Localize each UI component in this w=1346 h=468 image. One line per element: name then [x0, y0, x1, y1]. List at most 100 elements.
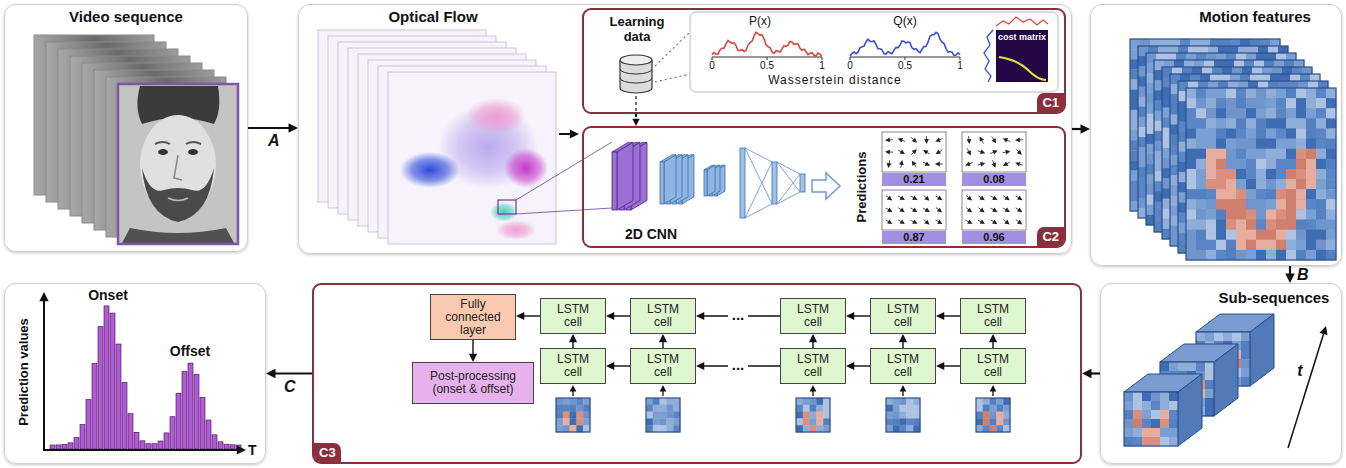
arrow-head: [900, 196, 905, 201]
arrow-head: [1004, 196, 1009, 201]
fc-link: [745, 204, 772, 218]
arrow-head: [924, 196, 929, 201]
heat-frame: [1138, 46, 1288, 218]
face-mouth: [168, 198, 188, 201]
arrow-head: [912, 208, 917, 213]
fc-link: [745, 148, 772, 162]
face-eye: [188, 149, 198, 155]
plot-tick: [905, 57, 906, 60]
fc-layer: [800, 174, 805, 192]
fc-link: [777, 174, 800, 204]
arrow-head: [912, 196, 917, 200]
arrow-head: [885, 138, 890, 143]
arrow-head: [900, 150, 905, 154]
cnn-layer: [664, 155, 676, 204]
arrow-head: [992, 196, 997, 200]
heatmap: [1138, 46, 1288, 218]
face-brows: [155, 142, 201, 144]
arrow-head: [912, 138, 917, 143]
face-eye: [158, 149, 168, 155]
heatmap: [1130, 39, 1280, 211]
arrow-head: [980, 162, 985, 167]
arrow-head: [979, 208, 984, 213]
arrow-head: [898, 138, 903, 142]
arrow-head: [1017, 208, 1022, 213]
fc-link: [745, 162, 772, 218]
flow-blob: [504, 148, 548, 188]
video-frame-border: [118, 84, 238, 244]
arrow-head: [937, 196, 942, 201]
arrow-head: [991, 162, 995, 167]
fc-link: [777, 192, 800, 204]
arrow-head: [967, 139, 972, 144]
arrow-head: [1003, 138, 1008, 142]
plot-panel: [690, 12, 1058, 92]
fc-link: [777, 162, 800, 174]
plot-tick: [767, 57, 768, 60]
cnn-layer: [707, 165, 715, 196]
arrow-head: [924, 139, 929, 144]
flow-frame: [388, 72, 556, 244]
arrow-head: [935, 137, 940, 141]
zoom-line: [516, 142, 612, 200]
cnn-layer: [612, 152, 617, 210]
arrow-head: [887, 208, 892, 212]
arrow-head: [887, 163, 892, 168]
arrow-head: [1005, 208, 1010, 212]
arrow-head: [885, 150, 890, 155]
dotted-line: [655, 74, 690, 82]
arrow-head: [980, 136, 984, 141]
heat-frame: [1146, 53, 1296, 225]
arrow-head: [887, 220, 892, 225]
database-icon: [620, 55, 652, 65]
arrow-head: [925, 208, 930, 212]
density-curve: [984, 30, 993, 82]
plot-tick: [712, 57, 713, 60]
heat-frame: [1154, 60, 1304, 232]
cnn-layer: [704, 170, 707, 196]
arrow-head: [923, 150, 928, 155]
flow-blob: [496, 220, 536, 240]
arrow-head: [992, 220, 997, 225]
arrow-head: [925, 162, 930, 166]
heatmap: [1178, 81, 1328, 253]
arrow-head: [1004, 220, 1009, 225]
fc-link: [777, 162, 800, 192]
arrow-head: [912, 149, 917, 154]
cnn-layer: [617, 142, 633, 210]
arrow-head: [992, 208, 997, 212]
density-curve: [996, 17, 1048, 26]
arrow-head: [965, 161, 970, 166]
arrow-head: [887, 196, 892, 201]
cnn-layer: [660, 162, 664, 204]
face-beard: [142, 168, 214, 222]
flow-arrow: [559, 133, 572, 135]
fc-layer: [740, 148, 745, 218]
arrow-head: [967, 220, 972, 224]
arrow-head: [967, 208, 972, 213]
heat-frame: [1162, 67, 1312, 239]
arrow-head: [1015, 162, 1020, 167]
arrow-head: [570, 129, 579, 138]
video-frame: [118, 84, 238, 244]
face-shirt: [122, 228, 234, 243]
cost-matrix: [996, 30, 1048, 82]
arrow-head: [979, 196, 984, 201]
flow-blob: [400, 152, 460, 188]
arrow-head: [900, 220, 905, 225]
arrow-head: [992, 138, 997, 143]
arrow-head: [1017, 220, 1022, 225]
heatmap: [1154, 60, 1304, 232]
arrow-head: [935, 162, 940, 167]
arrow-head: [912, 161, 917, 166]
heat-frame: [1130, 39, 1280, 211]
plot-tick: [850, 57, 851, 60]
flow-tile: [882, 190, 946, 230]
flow-tile: [882, 132, 946, 172]
arrow-head: [937, 208, 942, 213]
plot-tick: [960, 57, 961, 60]
arrow-head: [966, 150, 970, 155]
arrow-head: [967, 196, 972, 201]
flow-tile: [962, 132, 1026, 172]
